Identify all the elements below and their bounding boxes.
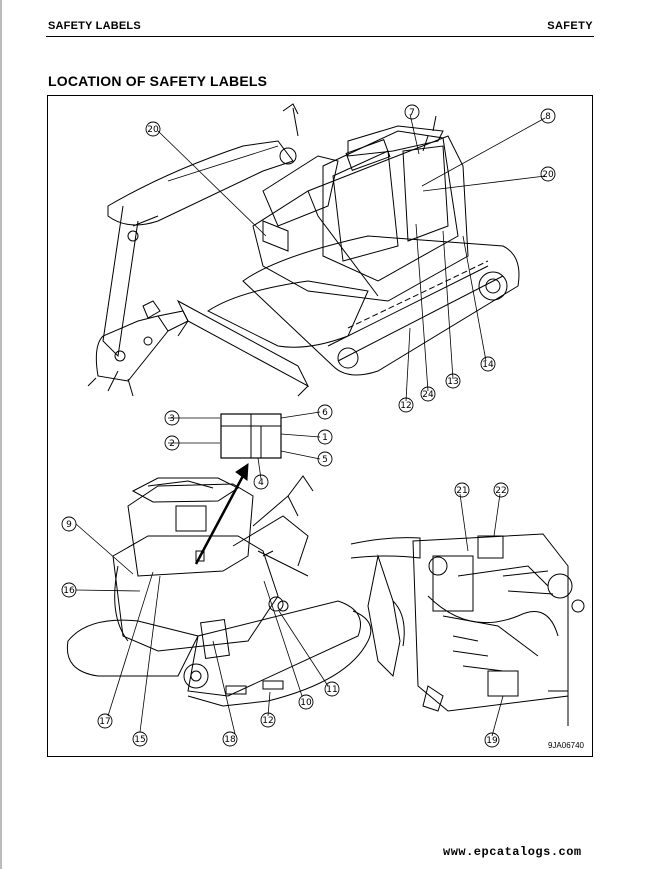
callout-20: 20: [542, 170, 554, 180]
excavator-top-view: [87, 103, 520, 397]
callout-16: 16: [63, 586, 75, 596]
callout-24: 24: [422, 390, 434, 400]
header-section-label: SAFETY LABELS: [48, 20, 141, 32]
callout-18: 18: [224, 735, 236, 745]
callout-17: 17: [99, 717, 110, 727]
callout-22: 21: [456, 486, 467, 496]
callout-4: 4: [258, 478, 264, 488]
callout-9: 9: [66, 520, 72, 530]
page-title: LOCATION OF SAFETY LABELS: [48, 73, 268, 89]
callout-8: 8: [545, 112, 551, 122]
callout-23: 22: [495, 486, 506, 496]
callout-10: 10: [300, 698, 312, 708]
callout-12-bottom: 12: [262, 716, 273, 726]
excavator-illustration: 20 7 8 20 14 13 24 12 3 2 6 1 5 4 9 16 1…: [61, 103, 585, 748]
excavator-rear-view: [66, 475, 372, 707]
header-chapter-label: SAFETY: [547, 20, 593, 32]
callout-3: 3: [169, 414, 175, 424]
callout-21: 20: [147, 125, 159, 135]
callout-6: 6: [322, 408, 328, 418]
leader-lines-bottom-right: [459, 493, 504, 737]
callout-12-top: 12: [400, 401, 411, 411]
callout-markers: [61, 104, 556, 748]
page-edge: [0, 0, 2, 869]
callout-13: 13: [447, 377, 458, 387]
callout-7: 7: [409, 108, 415, 118]
callout-11: 11: [326, 685, 337, 695]
leader-lines-bottom-left: [75, 523, 329, 735]
callout-14: 14: [482, 360, 494, 370]
label-block-diagram: [168, 411, 321, 565]
leader-lines-top: [157, 113, 546, 402]
safety-label-figure: 20 7 8 20 14 13 24 12 3 2 6 1 5 4 9 16 1…: [47, 95, 593, 757]
callout-15: 15: [134, 735, 145, 745]
header-rule: [46, 36, 594, 37]
callout-numbers: 20 7 8 20 14 13 24 12 3 2 6 1 5 4 9 16 1…: [63, 108, 554, 746]
callout-2: 2: [169, 439, 175, 449]
callout-5: 5: [322, 455, 328, 465]
figure-code: 9JA06740: [547, 741, 584, 750]
callout-1: 1: [322, 433, 328, 443]
engine-compartment-view: [350, 533, 585, 726]
footer-watermark-url: www.epcatalogs.com: [443, 845, 582, 859]
callout-19: 19: [486, 736, 498, 746]
